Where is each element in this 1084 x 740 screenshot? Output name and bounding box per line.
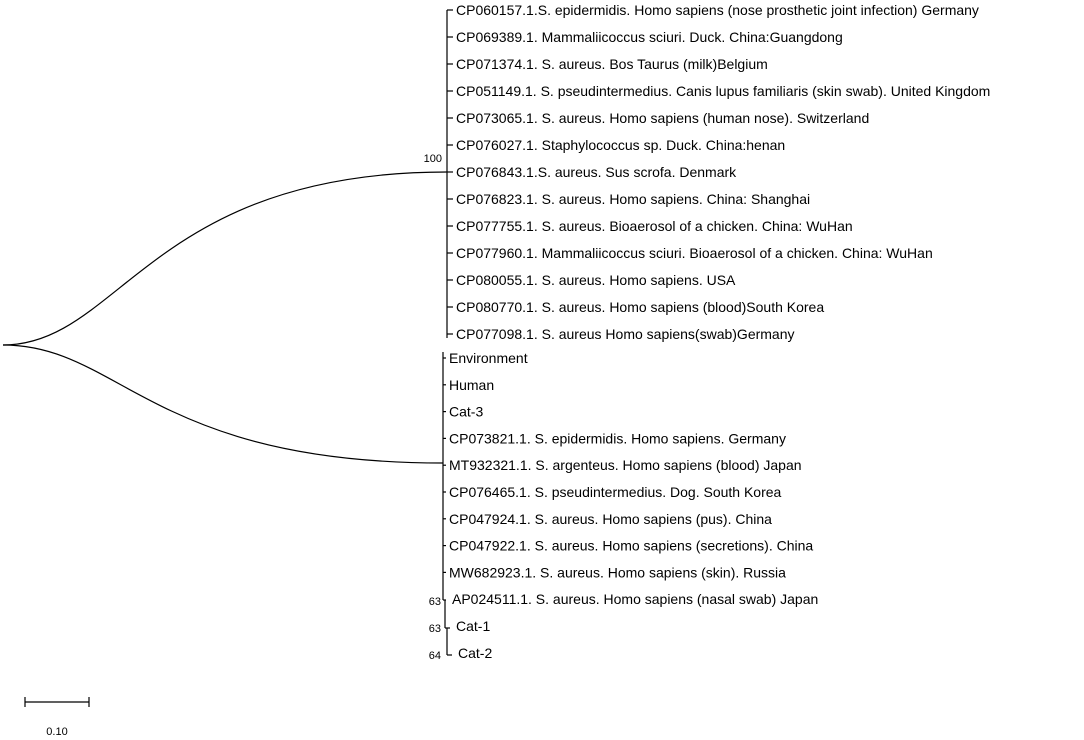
upper-leaf-label: CP073065.1. S. aureus. Homo sapiens (hum…: [456, 110, 869, 126]
upper-leaf-label: CP077755.1. S. aureus. Bioaerosol of a c…: [456, 218, 853, 234]
upper-leaf-label: CP076823.1. S. aureus. Homo sapiens. Chi…: [456, 191, 810, 207]
root-branch-lower: [2, 344, 444, 464]
upper-leaf-label: CP077098.1. S. aureus Homo sapiens(swab)…: [456, 326, 795, 342]
upper-leaf-label: CP076843.1.S. aureus. Sus scrofa. Denmar…: [456, 164, 737, 180]
lower-leaf-label: MT932321.1. S. argenteus. Homo sapiens (…: [449, 457, 802, 473]
scale-bar: 0.10: [24, 697, 90, 738]
lower-leaf-label: CP073821.1. S. epidermidis. Homo sapiens…: [449, 430, 786, 446]
upper-leaf-label: CP051149.1. S. pseudintermedius. Canis l…: [456, 83, 990, 99]
lower-leaf-label: Environment: [449, 350, 528, 366]
lower-leaf-label: Cat-3: [449, 404, 483, 420]
lower-leaf-label: AP024511.1. S. aureus. Homo sapiens (nas…: [452, 591, 818, 607]
upper-leaf-label: CP060157.1.S. epidermidis. Homo sapiens …: [456, 2, 979, 18]
lower-leaf-label: Human: [449, 377, 494, 393]
upper-leaf-label: CP069389.1. Mammaliicoccus sciuri. Duck.…: [456, 29, 843, 45]
bootstrap-lower-2: 63: [429, 623, 441, 635]
lower-leaf-label: CP076465.1. S. pseudintermedius. Dog. So…: [449, 484, 782, 500]
upper-leaf-label: CP071374.1. S. aureus. Bos Taurus (milk)…: [456, 56, 768, 72]
upper-leaf-label: CP080055.1. S. aureus. Homo sapiens. USA: [456, 272, 736, 288]
upper-leaf-label: CP077960.1. Mammaliicoccus sciuri. Bioae…: [456, 245, 933, 261]
root-branch-upper: [2, 171, 448, 346]
bootstrap-lower-3: 64: [429, 650, 441, 662]
lower-leaf-label: Cat-1: [456, 618, 490, 634]
bootstrap-lower-1: 63: [429, 596, 441, 608]
upper-clade-leaves: CP060157.1.S. epidermidis. Homo sapiens …: [447, 2, 990, 342]
lower-leaf-label: CP047922.1. S. aureus. Homo sapiens (sec…: [449, 538, 813, 554]
upper-leaf-label: CP080770.1. S. aureus. Homo sapiens (blo…: [456, 299, 824, 315]
lower-leaf-label: CP047924.1. S. aureus. Homo sapiens (pus…: [449, 511, 772, 527]
scale-bar-label: 0.10: [46, 726, 67, 738]
upper-leaf-label: CP076027.1. Staphylococcus sp. Duck. Chi…: [456, 137, 785, 153]
bootstrap-upper: 100: [424, 153, 442, 165]
lower-leaf-label: MW682923.1. S. aureus. Homo sapiens (ski…: [449, 564, 786, 580]
lower-leaf-label: Cat-2: [458, 645, 492, 661]
